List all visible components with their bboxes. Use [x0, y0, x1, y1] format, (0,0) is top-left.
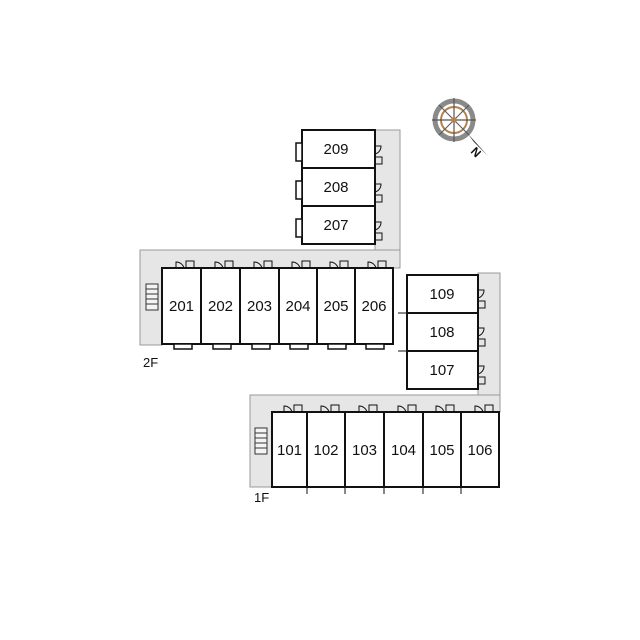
room-label: 105: [429, 442, 454, 459]
room-101: 101: [271, 411, 308, 488]
second-floor-corridor: [139, 129, 401, 346]
room-205: 205: [316, 267, 356, 345]
door-icon: [374, 145, 383, 241]
room-label: 107: [429, 362, 454, 379]
room-207: 207: [301, 205, 376, 245]
second-floor-rooms-row: 201 202 203 204 205 206: [161, 267, 394, 345]
room-label: 106: [467, 442, 492, 459]
room-label: 101: [277, 442, 302, 459]
room-label: 201: [169, 298, 194, 315]
balcony-icon: [173, 343, 385, 350]
stair-icon: [145, 283, 159, 311]
room-label: 207: [323, 217, 348, 234]
door-icon: [283, 404, 494, 413]
second-floor-rooms-column: 209 208 207: [301, 129, 376, 245]
first-floor-rooms-row: 101 102 103 104 105 106: [271, 411, 500, 488]
room-label: 205: [323, 298, 348, 315]
balcony-line: [398, 312, 407, 352]
room-208: 208: [301, 167, 376, 207]
room-106: 106: [460, 411, 500, 488]
floor-label-1f: 1F: [254, 490, 269, 505]
room-label: 102: [313, 442, 338, 459]
room-108: 108: [406, 312, 479, 352]
door-icon: [477, 289, 486, 385]
room-204: 204: [278, 267, 318, 345]
room-label: 103: [352, 442, 377, 459]
floor-label-2f: 2F: [143, 355, 158, 370]
balcony-line: [306, 487, 462, 494]
room-label: 109: [429, 286, 454, 303]
room-206: 206: [354, 267, 394, 345]
room-label: 209: [323, 141, 348, 158]
room-107: 107: [406, 350, 479, 390]
first-floor-rooms-column: 109 108 107: [406, 274, 479, 390]
room-103: 103: [344, 411, 385, 488]
north-label: N: [468, 144, 484, 160]
balcony-icon: [295, 142, 303, 238]
room-label: 203: [247, 298, 272, 315]
room-label: 202: [208, 298, 233, 315]
room-109: 109: [406, 274, 479, 314]
room-label: 206: [361, 298, 386, 315]
room-label: 208: [323, 179, 348, 196]
door-icon: [175, 260, 387, 269]
room-label: 204: [285, 298, 310, 315]
room-label: 108: [429, 324, 454, 341]
room-203: 203: [239, 267, 280, 345]
room-label: 104: [391, 442, 416, 459]
compass-rose-icon: [432, 98, 488, 156]
room-209: 209: [301, 129, 376, 169]
room-202: 202: [200, 267, 241, 345]
room-105: 105: [422, 411, 462, 488]
room-201: 201: [161, 267, 202, 345]
room-102: 102: [306, 411, 346, 488]
stair-icon: [254, 427, 268, 455]
room-104: 104: [383, 411, 424, 488]
